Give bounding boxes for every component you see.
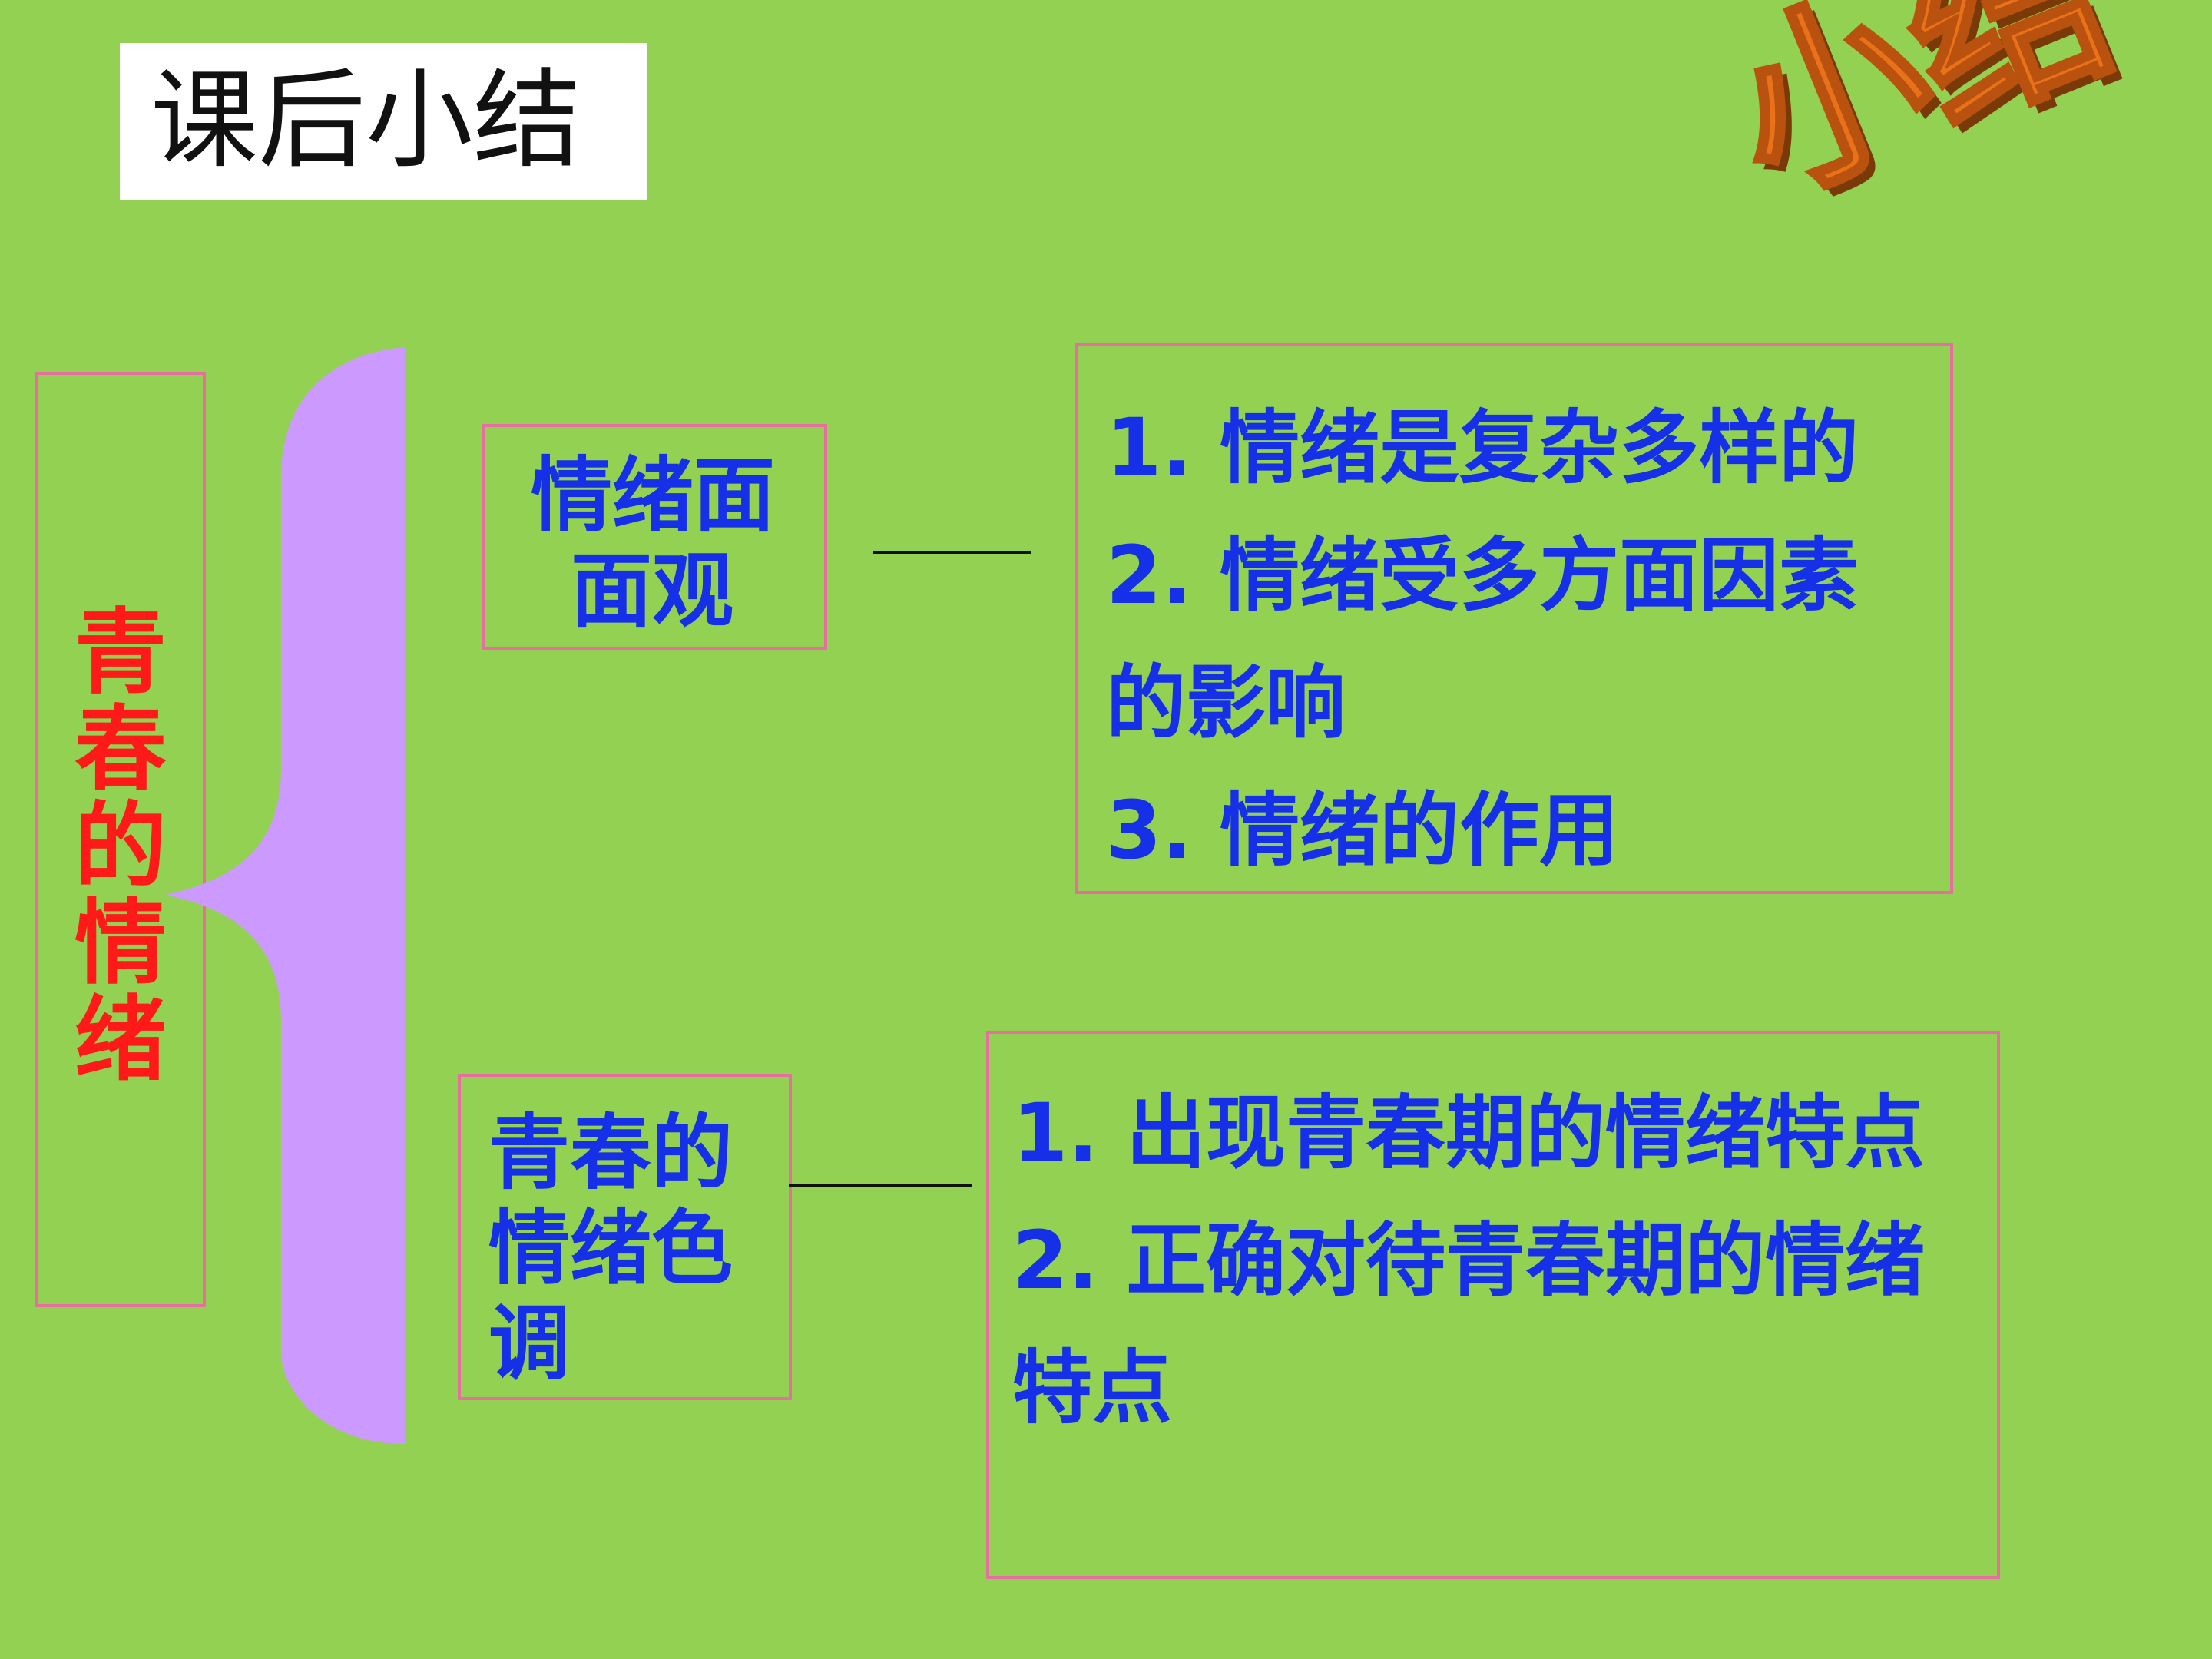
branch-label-line: 情绪色 [488, 1201, 733, 1296]
branch-label: 青春的 情绪色 调 [488, 1106, 733, 1392]
branch-label-line: 青春的 [488, 1106, 733, 1200]
branch-label-line: 面观 [571, 544, 733, 638]
detail-item: 1. 出现青春期的情绪特点 [1012, 1086, 1926, 1180]
root-char: 青 [75, 600, 167, 707]
detail-item: 2. 情绪受多方面因素 [1106, 528, 1859, 622]
detail-item: 1. 情绪是复杂多样的 [1106, 401, 1859, 495]
detail-item: 的影响 [1106, 656, 1346, 750]
detail-list: 1. 情绪是复杂多样的 2. 情绪受多方面因素 的影响 3. 情绪的作用 [1106, 384, 1859, 894]
root-char: 绪 [75, 987, 167, 1094]
detail-box-youth-emotion-tone: 1. 出现青春期的情绪特点 2. 正确对待青春期的情绪 特点 [986, 1031, 2000, 1579]
branch-label: 情绪面 面观 [531, 449, 775, 639]
title-box: 课后小结 [120, 43, 647, 200]
detail-box-emotion-overview: 1. 情绪是复杂多样的 2. 情绪受多方面因素 的影响 3. 情绪的作用 [1075, 343, 1953, 894]
detail-item: 2. 正确对待青春期的情绪 [1012, 1214, 1926, 1307]
root-char: 情 [75, 890, 167, 997]
svg-text:小结: 小结 [1708, 0, 2148, 242]
branch-label-line: 调 [488, 1296, 570, 1391]
root-char: 春 [75, 697, 167, 803]
detail-item: 特点 [1012, 1341, 1173, 1435]
connector-line [873, 551, 1031, 554]
svg-text:小结: 小结 [1700, 0, 2140, 234]
branch-box-emotion-overview: 情绪面 面观 [482, 424, 827, 650]
branch-label-line: 情绪面 [531, 449, 775, 543]
connector-line [789, 1184, 972, 1187]
root-topic-box: 青 春 的 情 绪 [35, 372, 206, 1307]
root-char: 的 [75, 793, 167, 900]
page-title: 课后小结 [151, 58, 581, 184]
branch-box-youth-emotion-tone: 青春的 情绪色 调 [458, 1074, 792, 1400]
root-topic-label: 青 春 的 情 绪 [38, 605, 203, 1089]
detail-item: 3. 情绪的作用 [1106, 783, 1620, 877]
detail-list: 1. 出现青春期的情绪特点 2. 正确对待青春期的情绪 特点 [1012, 1069, 1925, 1452]
